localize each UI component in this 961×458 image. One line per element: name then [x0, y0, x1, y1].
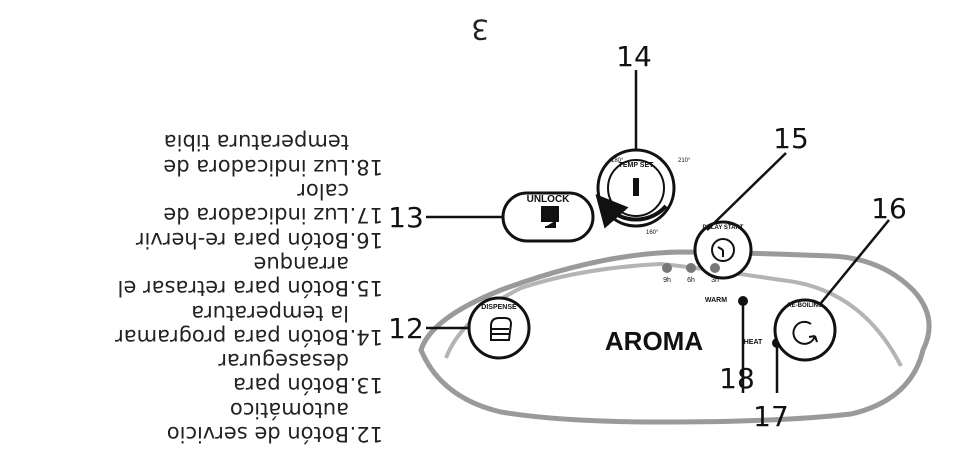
delay-start-button[interactable]: DELAY START: [693, 220, 753, 280]
delay-hour-3h: 3h: [711, 277, 719, 284]
callout-13: 13: [388, 201, 424, 234]
legend-item-16: 16. Botón para re-hervir: [135, 227, 383, 252]
lock-icon: [541, 206, 559, 228]
callout-lines: [426, 70, 890, 393]
callout-12: 12: [388, 312, 424, 345]
warm-label: WARM: [705, 297, 727, 304]
thermometer-icon: [633, 178, 639, 196]
dispense-label: DISPENSE: [481, 304, 517, 311]
control-panel-diagram: AROMA DISPENSE UNLOCK TEMP SET 160° 210°…: [388, 40, 932, 433]
temp-set-label: TEMP SET: [619, 162, 655, 169]
callout-15: 15: [773, 122, 809, 155]
temp-mark-180: 180°: [611, 158, 624, 164]
page-number: 3: [471, 13, 489, 46]
delay-hour-indicators: 3h 6h 9h: [662, 263, 720, 284]
temp-mark-210: 210°: [678, 158, 691, 164]
callout-14: 14: [616, 40, 652, 73]
hand-icon: [490, 317, 513, 341]
delay-start-label: DELAY START: [703, 225, 744, 231]
warm-indicator-light: WARM: [705, 296, 748, 306]
callout-18: 18: [719, 362, 755, 395]
clock-icon: [711, 238, 735, 262]
callout-16: 16: [871, 192, 907, 225]
reboil-label: RE-BOILING: [787, 303, 823, 309]
reboil-button[interactable]: RE-BOILING: [773, 298, 837, 362]
temp-set-dial[interactable]: TEMP SET 160° 210° 180°: [595, 148, 691, 236]
unlock-label: UNLOCK: [527, 194, 571, 205]
delay-hour-9h: 9h: [663, 277, 671, 284]
dispense-button[interactable]: DISPENSE: [467, 296, 531, 360]
delay-hour-6h: 6h: [687, 277, 695, 284]
callout-17: 17: [753, 400, 789, 433]
reboil-icon: [792, 320, 818, 345]
temp-mark-160: 160°: [646, 230, 659, 236]
unlock-button[interactable]: UNLOCK: [501, 191, 595, 243]
heat-label: HEAT: [744, 339, 763, 346]
brand-logo: AROMA: [605, 326, 703, 356]
